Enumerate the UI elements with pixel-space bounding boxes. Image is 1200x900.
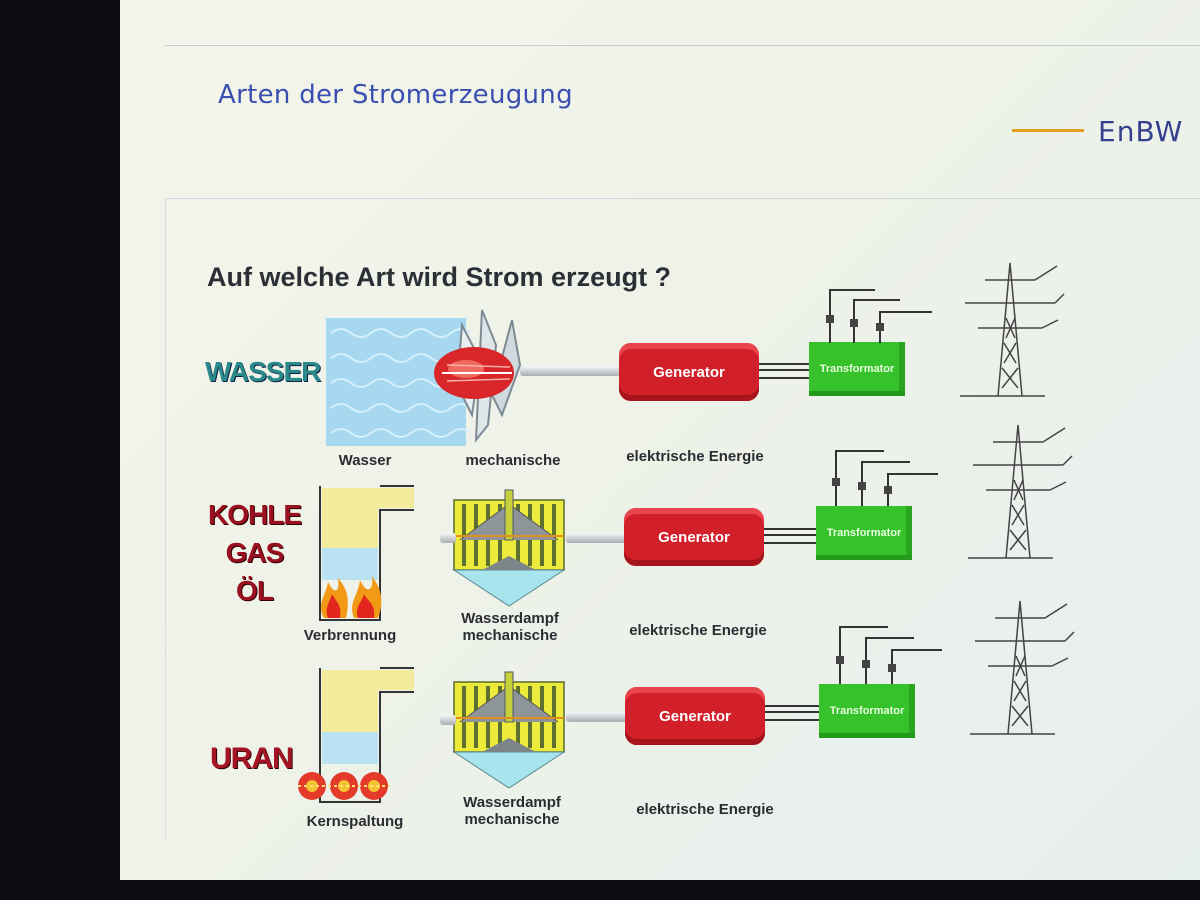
transformer-leads xyxy=(826,289,932,343)
generator-cable xyxy=(764,528,816,544)
logo-text: EnBW xyxy=(1098,115,1184,148)
shaft xyxy=(566,712,628,722)
caption-elektrische-energie: elektrische Energie xyxy=(629,622,767,639)
source-label-water: WASSER xyxy=(205,356,321,387)
source-line-gas: GAS xyxy=(225,537,285,568)
fission-icon xyxy=(298,772,390,800)
source-line-oel: ÖL xyxy=(236,575,274,606)
caption-mechanische: mechanische xyxy=(465,452,561,469)
slide-title: Arten der Stromerzeugung xyxy=(218,80,573,110)
transformer-leads xyxy=(832,450,938,506)
source-line-kohle: KOHLE xyxy=(208,499,302,530)
transformer: Transformator xyxy=(809,342,905,396)
caption-elektrische-energie: elektrische Energie xyxy=(626,448,764,465)
generator: Generator xyxy=(619,343,759,401)
generator: Generator xyxy=(624,508,764,566)
caption-mechanische: mechanische xyxy=(462,627,558,644)
source-label-fossil: KOHLE GAS ÖL xyxy=(208,496,302,610)
logo-line xyxy=(1012,129,1084,132)
content-frame xyxy=(165,198,1200,839)
shaft xyxy=(566,533,626,543)
caption-wasserdampf: Wasserdampf xyxy=(461,610,559,627)
caption-kernspaltung: Kernspaltung xyxy=(306,813,404,830)
header-frame xyxy=(165,45,1200,206)
flame-icon xyxy=(320,576,382,618)
power-pylon-icon xyxy=(960,262,1065,397)
generator-cable xyxy=(765,705,819,721)
caption-mechanische: mechanische xyxy=(464,811,560,828)
caption-wasserdampf: Wasserdampf xyxy=(463,794,561,811)
shaft-left xyxy=(440,533,456,543)
shaft xyxy=(520,366,620,376)
power-pylon-icon xyxy=(968,424,1073,559)
shaft-left xyxy=(440,715,456,725)
source-label-uran: URAN xyxy=(210,742,294,775)
generator-cable xyxy=(759,363,809,379)
caption-wasser: Wasser xyxy=(338,452,392,469)
reactor-icon xyxy=(319,667,414,803)
boiler-icon xyxy=(319,485,414,621)
transformer: Transformator xyxy=(819,684,915,738)
enbw-logo: EnBW xyxy=(1012,115,1200,149)
transformer: Transformator xyxy=(816,506,912,560)
transformer-leads xyxy=(836,626,942,684)
generator: Generator xyxy=(625,687,765,745)
steam-turbine-icon xyxy=(452,489,566,607)
caption-verbrennung: Verbrennung xyxy=(303,627,397,644)
caption-elektrische-energie: elektrische Energie xyxy=(636,801,774,818)
steam-turbine-icon xyxy=(452,671,566,789)
power-pylon-icon xyxy=(970,600,1075,735)
turbine-icon xyxy=(434,309,522,444)
question-heading: Auf welche Art wird Strom erzeugt ? xyxy=(207,262,672,292)
